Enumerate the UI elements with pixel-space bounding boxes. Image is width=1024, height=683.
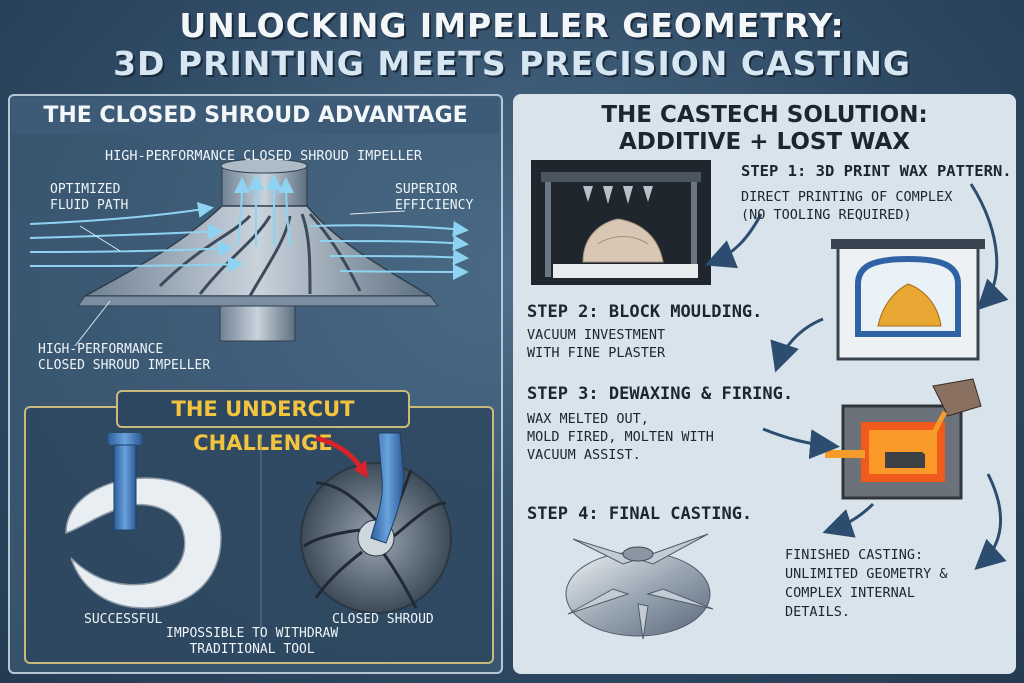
closed-shroud-heading: THE CLOSED SHROUD ADVANTAGE bbox=[12, 98, 499, 134]
finished-casting-image bbox=[565, 533, 714, 640]
page-title-line1: UNLOCKING IMPELLER GEOMETRY: bbox=[179, 6, 845, 45]
step3-title: STEP 3: DEWAXING & FIRING. bbox=[527, 384, 794, 404]
efficiency-label: SUPERIOR EFFICIENCY bbox=[395, 182, 474, 213]
3d-printer-image bbox=[531, 160, 711, 285]
impeller-caption-bottom: HIGH-PERFORMANCE CLOSED SHROUD IMPELLER bbox=[38, 342, 211, 373]
red-arrow-icon bbox=[315, 435, 364, 470]
step3-desc: WAX MELTED OUT, MOLD FIRED, MOLTEN WITH … bbox=[527, 411, 714, 463]
closed-shroud-label: CLOSED SHROUD bbox=[332, 612, 434, 627]
straight-tool-shank bbox=[108, 433, 142, 445]
block-mould-image bbox=[831, 239, 985, 361]
impossible-withdraw-label: IMPOSSIBLE TO WITHDRAW TRADITIONAL TOOL bbox=[166, 626, 339, 657]
successful-shroud-shape bbox=[65, 477, 222, 609]
step4-title: STEP 4: FINAL CASTING. bbox=[527, 504, 753, 524]
step2-title: STEP 2: BLOCK MOULDING. bbox=[527, 302, 763, 322]
closed-shroud-impeller-illustration bbox=[29, 158, 469, 347]
furnace-image bbox=[825, 378, 982, 500]
castech-solution-panel: THE CASTECH SOLUTION: ADDITIVE + LOST WA… bbox=[513, 94, 1016, 674]
successful-label: SUCCESSFUL bbox=[84, 612, 163, 627]
undercut-panel: THE UNDERCUT CHALLENGE bbox=[24, 390, 494, 664]
page-title-line2: 3D PRINTING MEETS PRECISION CASTING bbox=[113, 44, 911, 83]
step1-desc: DIRECT PRINTING OF COMPLEX (NO TOOLING R… bbox=[741, 189, 953, 223]
step1-title: STEP 1: 3D PRINT WAX PATTERN. bbox=[741, 162, 1012, 180]
finished-casting-desc: FINISHED CASTING: UNLIMITED GEOMETRY & C… bbox=[785, 547, 948, 620]
curved-tool-shank bbox=[370, 432, 405, 544]
undercut-title: THE UNDERCUT CHALLENGE bbox=[116, 390, 410, 455]
impeller-caption-top: HIGH-PERFORMANCE CLOSED SHROUD IMPELLER bbox=[105, 148, 422, 164]
undercut-illustration bbox=[65, 432, 452, 643]
fluid-path-label: OPTIMIZED FLUID PATH bbox=[50, 182, 129, 213]
step2-desc: VACUUM INVESTMENT WITH FINE PLASTER bbox=[527, 327, 666, 361]
castech-heading: THE CASTECH SOLUTION: ADDITIVE + LOST WA… bbox=[601, 102, 928, 155]
process-illustrations bbox=[531, 160, 1009, 640]
impeller-hub-bottom bbox=[219, 305, 296, 342]
